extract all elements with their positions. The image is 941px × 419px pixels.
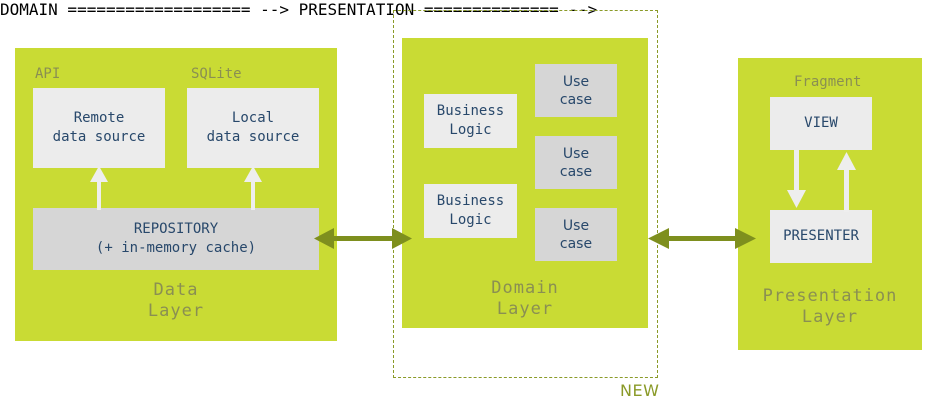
fragment-caption: Fragment: [794, 74, 862, 90]
new-badge: NEW: [620, 381, 660, 400]
use-case-box-3[interactable]: Use case: [535, 208, 617, 261]
use-case-box-1[interactable]: Use case: [535, 64, 617, 117]
presentation-layer-panel: Fragment VIEW PRESENTER Presentation Lay…: [738, 58, 922, 350]
use-case-box-2[interactable]: Use case: [535, 136, 617, 189]
business-logic-box-1[interactable]: Business Logic: [424, 94, 517, 148]
presenter-box[interactable]: PRESENTER: [770, 210, 872, 263]
data-layer-title: Data Layer: [147, 280, 205, 321]
domain-new-boundary: [393, 10, 658, 378]
business-logic-box-2[interactable]: Business Logic: [424, 184, 517, 238]
domain-layer-title: Domain Layer: [491, 278, 559, 319]
domain-layer-panel: Business Logic Business Logic Use case U…: [402, 38, 648, 328]
sqlite-caption: SQLite: [191, 66, 242, 82]
data-layer-panel: API SQLite Remote data source Local data…: [15, 48, 337, 341]
view-box[interactable]: VIEW: [770, 97, 872, 150]
api-caption: API: [35, 66, 61, 82]
presentation-layer-title: Presentation Layer: [762, 286, 898, 327]
remote-data-source-box[interactable]: Remote data source: [33, 88, 165, 168]
local-data-source-box[interactable]: Local data source: [187, 88, 319, 168]
repository-box[interactable]: REPOSITORY (+ in-memory cache): [33, 208, 319, 270]
